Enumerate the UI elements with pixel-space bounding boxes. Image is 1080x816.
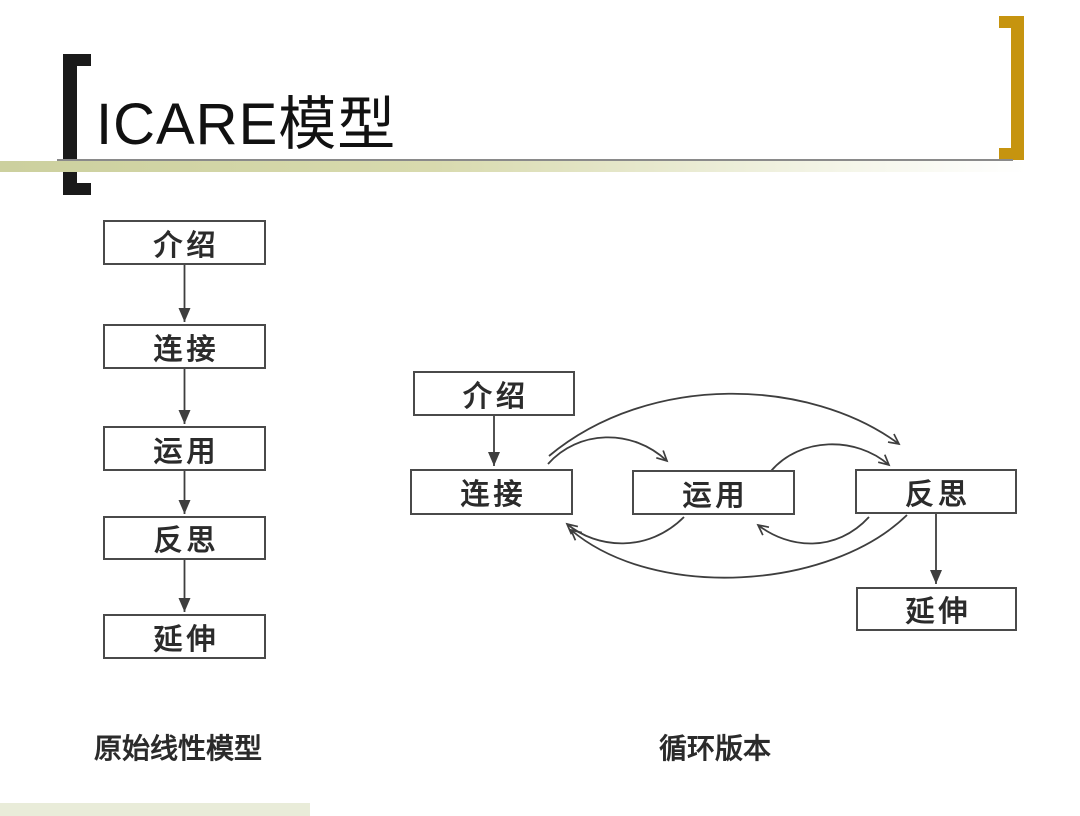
linear-node-apply: 运用 (103, 426, 266, 471)
cyclic-node-connect: 连接 (410, 469, 573, 515)
cyclic-node-intro: 介绍 (413, 371, 575, 416)
cyclic-node-apply: 运用 (632, 470, 795, 515)
linear-node-extend: 延伸 (103, 614, 266, 659)
right-bracket-decoration (999, 16, 1024, 160)
curve-apply-to-reflect (770, 443, 891, 472)
caption-cyclic-model: 循环版本 (659, 733, 772, 764)
linear-node-connect: 连接 (103, 324, 266, 369)
curve-connect-to-apply (547, 436, 669, 465)
title-rule-line (57, 159, 1013, 161)
linear-node-reflect: 反思 (103, 516, 266, 560)
slide-title: ICARE模型 (96, 92, 397, 157)
title-accent-band (0, 161, 1080, 172)
footer-accent-band (0, 803, 310, 816)
cyclic-node-reflect: 反思 (855, 469, 1017, 514)
caption-linear-model: 原始线性模型 (94, 733, 263, 764)
curve-reflect-back-to-apply (756, 516, 870, 545)
curve-apply-back-to-connect (565, 516, 685, 545)
curve-connect-to-reflect (548, 392, 901, 457)
left-bracket-decoration (63, 54, 91, 195)
curve-reflect-back-to-connect (569, 514, 908, 579)
cyclic-node-extend: 延伸 (856, 587, 1017, 631)
linear-node-intro: 介绍 (103, 220, 266, 265)
